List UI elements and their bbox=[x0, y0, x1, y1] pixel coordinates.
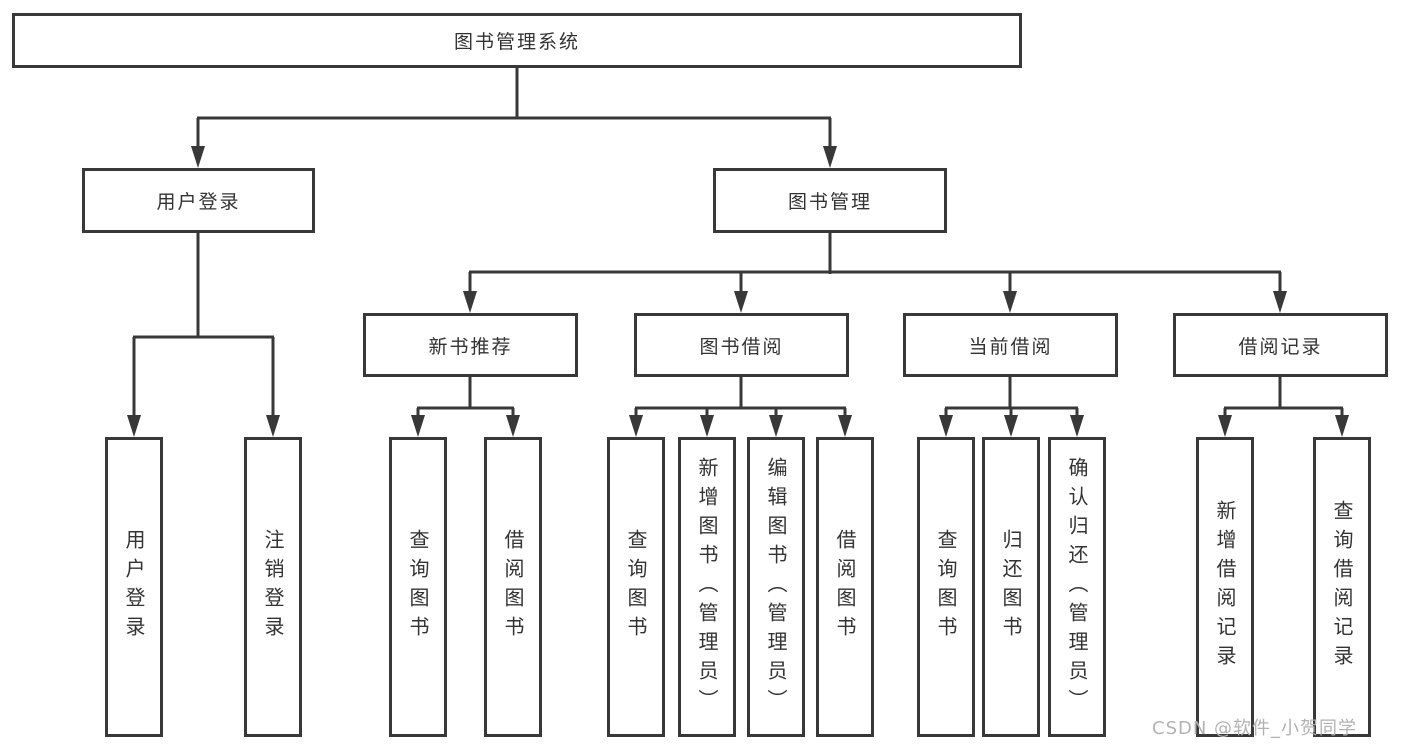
leaf-return-books: 归还图书 bbox=[982, 437, 1040, 737]
leaf-query-books-current: 查询图书 bbox=[917, 437, 975, 737]
node-book-borrowing: 图书借阅 bbox=[634, 313, 849, 377]
node-borrowing-records: 借阅记录 bbox=[1173, 313, 1388, 377]
leaf-logout: 注销登录 bbox=[244, 437, 302, 737]
leaf-borrow-books-borrowing: 借阅图书 bbox=[816, 437, 874, 737]
leaf-query-books-recommendation: 查询图书 bbox=[389, 437, 447, 737]
leaf-user-login: 用户登录 bbox=[105, 437, 163, 737]
node-user-login-branch: 用户登录 bbox=[82, 168, 315, 233]
leaf-add-books-admin: 新增图书（管理员） bbox=[678, 437, 736, 737]
node-book-management-branch: 图书管理 bbox=[713, 168, 947, 233]
leaf-query-books-borrowing: 查询图书 bbox=[607, 437, 665, 737]
leaf-borrow-books-recommendation: 借阅图书 bbox=[484, 437, 542, 737]
node-root-library-system: 图书管理系统 bbox=[12, 13, 1022, 68]
node-current-borrowing: 当前借阅 bbox=[903, 313, 1118, 377]
leaf-edit-books-admin: 编辑图书（管理员） bbox=[747, 437, 805, 737]
leaf-add-borrow-record: 新增借阅记录 bbox=[1196, 437, 1254, 737]
node-new-book-recommendation: 新书推荐 bbox=[363, 313, 578, 377]
leaf-confirm-return-admin: 确认归还（管理员） bbox=[1048, 437, 1106, 737]
csdn-watermark: CSDN @软件_小贺同学 bbox=[1152, 718, 1358, 739]
leaf-query-borrow-record: 查询借阅记录 bbox=[1313, 437, 1371, 737]
